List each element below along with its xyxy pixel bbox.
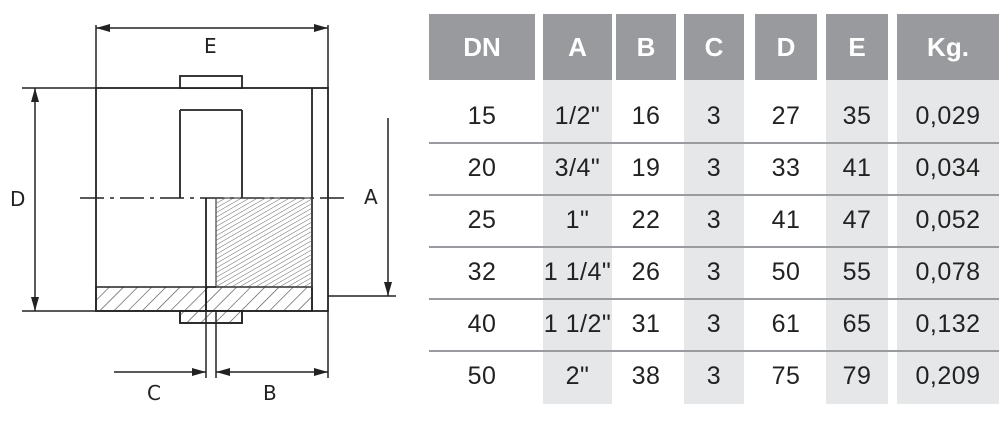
cell-d: 27 [771, 101, 801, 130]
cell-d: 75 [771, 361, 801, 390]
dimension-a [318, 118, 396, 297]
cell-a: 1" [565, 205, 590, 234]
cell-dn: 15 [467, 101, 497, 130]
cell-kg: 0,052 [915, 205, 981, 234]
cell-dn: 25 [467, 205, 497, 234]
cell-kg: 0,034 [915, 153, 981, 182]
cell-e: 79 [842, 361, 872, 390]
header-kg: Kg. [897, 14, 999, 80]
cell-e: 65 [842, 309, 872, 338]
dimension-c-b [114, 311, 329, 378]
cell-d: 50 [771, 257, 801, 286]
cell-c: 3 [706, 153, 722, 182]
cell-b: 31 [631, 309, 661, 338]
cell-dn: 32 [467, 257, 497, 286]
dimension-label-e: E [204, 34, 217, 58]
cell-b: 38 [631, 361, 661, 390]
cell-c: 3 [706, 205, 722, 234]
header-c: C [684, 14, 744, 80]
cell-e: 55 [842, 257, 872, 286]
cell-a: 3/4" [554, 153, 601, 182]
cell-dn: 40 [467, 309, 497, 338]
table-row: 32 1 1/4" 26 3 50 55 0,078 [429, 246, 999, 298]
row-separator [429, 194, 999, 196]
cell-a: 1 1/2" [543, 309, 612, 338]
header-a: A [543, 14, 612, 80]
dimension-table: DN A B C D E Kg. 15 1/2" 16 3 27 35 0,02… [429, 14, 999, 404]
dimension-label-a: A [364, 185, 378, 209]
row-separator [429, 142, 999, 144]
table-row: 25 1" 22 3 41 47 0,052 [429, 194, 999, 246]
table-row: 50 2" 38 3 75 79 0,209 [429, 350, 999, 402]
cell-e: 41 [842, 153, 872, 182]
fitting-technical-drawing: E D A [10, 24, 396, 405]
section-view [95, 197, 313, 324]
dimension-label-c: C [147, 381, 161, 405]
dimension-label-b: B [263, 381, 277, 405]
cell-b: 22 [631, 205, 661, 234]
row-separator [429, 350, 999, 352]
table-row: 40 1 1/2" 31 3 61 65 0,132 [429, 298, 999, 350]
cell-kg: 0,209 [915, 361, 981, 390]
cell-a: 1 1/4" [543, 257, 612, 286]
cell-d: 41 [771, 205, 801, 234]
cell-c: 3 [706, 361, 722, 390]
cell-kg: 0,078 [915, 257, 981, 286]
cell-dn: 20 [467, 153, 497, 182]
header-b: B [616, 14, 676, 80]
row-separator [429, 298, 999, 300]
cell-c: 3 [706, 309, 722, 338]
cell-dn: 50 [467, 361, 497, 390]
cell-c: 3 [706, 101, 722, 130]
table-row: 20 3/4" 19 3 33 41 0,034 [429, 142, 999, 194]
dimension-label-d: D [10, 187, 25, 211]
cell-a: 2" [565, 361, 590, 390]
dimension-d [22, 87, 96, 312]
cell-c: 3 [706, 257, 722, 286]
cell-kg: 0,029 [915, 101, 981, 130]
cell-a: 1/2" [554, 101, 601, 130]
cell-kg: 0,132 [915, 309, 981, 338]
header-dn: DN [429, 14, 535, 80]
row-separator [429, 246, 999, 248]
cell-b: 19 [631, 153, 661, 182]
cell-e: 47 [842, 205, 872, 234]
cell-b: 26 [631, 257, 661, 286]
cell-d: 33 [771, 153, 801, 182]
header-e: E [826, 14, 888, 80]
header-d: D [755, 14, 817, 80]
cell-e: 35 [842, 101, 872, 130]
table-row: 15 1/2" 16 3 27 35 0,029 [429, 90, 999, 142]
dimension-e [95, 24, 329, 88]
cell-b: 16 [631, 101, 661, 130]
thread-area [215, 197, 313, 288]
cell-d: 61 [771, 309, 801, 338]
